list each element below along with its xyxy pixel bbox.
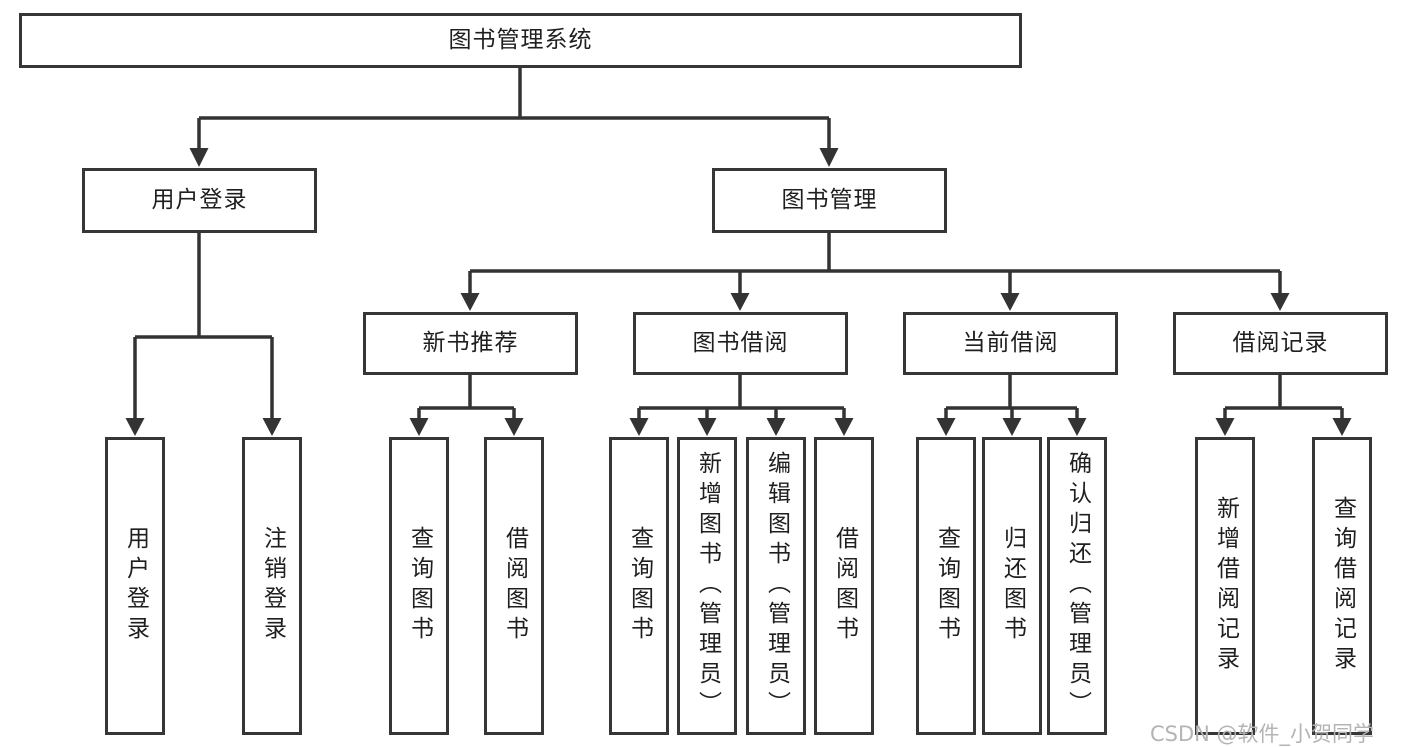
node-label: 借阅图书	[831, 526, 858, 646]
node-label: 图书借阅	[692, 330, 789, 356]
node-query-borrow-record: 查询借阅记录	[1312, 437, 1372, 735]
node-add-borrow-record: 新增借阅记录	[1195, 437, 1255, 735]
node-library-management-system: 图书管理系统	[19, 13, 1022, 68]
node-label: 用户登录	[151, 187, 248, 213]
node-label: 编辑图书（管理员）	[763, 451, 790, 721]
node-return-books: 归还图书	[982, 437, 1042, 735]
node-query-books-recommend: 查询图书	[389, 437, 449, 735]
node-user-login-leaf: 用户登录	[105, 437, 165, 735]
node-logout-leaf: 注销登录	[242, 437, 302, 735]
node-label: 查询图书	[626, 526, 653, 646]
node-label: 图书管理	[781, 187, 878, 213]
node-add-books-admin: 新增图书（管理员）	[677, 437, 737, 735]
node-borrow-books-borrowing: 借阅图书	[814, 437, 874, 735]
node-confirm-return-admin: 确认归还（管理员）	[1047, 437, 1107, 735]
node-book-borrowing: 图书借阅	[633, 312, 848, 375]
node-label: 查询图书	[406, 526, 433, 646]
node-label: 新增图书（管理员）	[694, 451, 721, 721]
node-book-management: 图书管理	[712, 168, 947, 233]
node-label: 借阅图书	[501, 526, 528, 646]
node-label: 查询借阅记录	[1329, 496, 1356, 676]
node-label: 归还图书	[999, 526, 1026, 646]
node-label: 注销登录	[259, 526, 286, 646]
node-label: 新书推荐	[422, 330, 519, 356]
node-label: 查询图书	[933, 526, 960, 646]
node-borrowing-records: 借阅记录	[1173, 312, 1388, 375]
node-label: 用户登录	[122, 526, 149, 646]
node-label: 当前借阅	[962, 330, 1059, 356]
node-query-books-borrowing: 查询图书	[609, 437, 669, 735]
node-current-borrowing: 当前借阅	[903, 312, 1118, 375]
node-new-book-recommendation: 新书推荐	[363, 312, 578, 375]
csdn-watermark: CSDN @软件_小贺同学	[1150, 722, 1375, 746]
node-borrow-books-recommend: 借阅图书	[484, 437, 544, 735]
connector-paths	[133, 66, 1344, 420]
node-label: 借阅记录	[1232, 330, 1329, 356]
node-label: 新增借阅记录	[1212, 496, 1239, 676]
node-label: 确认归还（管理员）	[1064, 451, 1091, 721]
node-user-login: 用户登录	[82, 168, 317, 233]
node-edit-books-admin: 编辑图书（管理员）	[746, 437, 806, 735]
node-query-books-current: 查询图书	[916, 437, 976, 735]
connector-arrowheads	[125, 148, 1352, 436]
node-label: 图书管理系统	[448, 27, 593, 53]
